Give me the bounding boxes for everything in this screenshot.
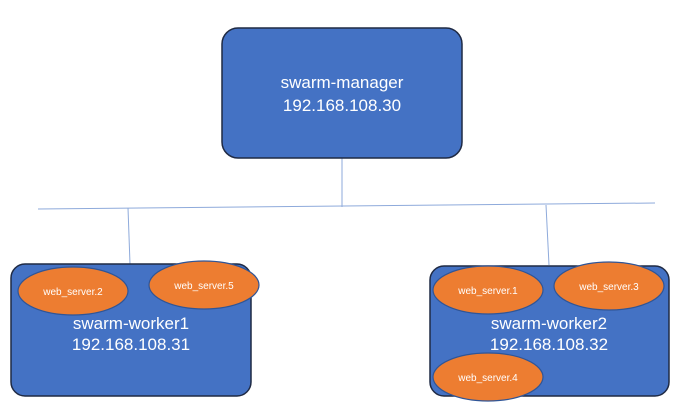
service-web-server-2: web_server.2 [17,266,129,316]
worker1-node: swarm-worker1 192.168.108.31 web_server.… [10,260,260,397]
service-label: web_server.5 [173,281,234,292]
service-ellipse [432,265,544,315]
network-bus-line [37,202,656,210]
service-label: web_server.3 [578,282,639,293]
service-label: web_server.1 [457,286,518,297]
service-label: web_server.4 [457,373,518,384]
service-web-server-5: web_server.5 [148,260,260,310]
worker2-node: swarm-worker2 192.168.108.32 web_server.… [429,261,670,402]
manager-node: swarm-manager 192.168.108.30 [221,27,463,159]
worker2-link-line [545,204,550,266]
worker1-ip: 192.168.108.31 [72,335,190,354]
service-web-server-4: web_server.4 [432,352,544,402]
service-ellipse [553,261,665,311]
worker1-link-line [127,207,131,265]
worker2-ip: 192.168.108.32 [490,335,608,354]
service-web-server-1: web_server.1 [432,265,544,315]
worker2-name: swarm-worker2 [491,314,607,333]
worker1-name: swarm-worker1 [73,314,189,333]
network-lines [37,158,656,266]
service-web-server-3: web_server.3 [553,261,665,311]
manager-box [221,27,463,159]
manager-name: swarm-manager [281,73,404,92]
service-label: web_server.2 [42,287,103,298]
service-ellipse [432,352,544,402]
service-ellipse [17,266,129,316]
manager-ip: 192.168.108.30 [283,96,401,115]
service-ellipse [148,260,260,310]
